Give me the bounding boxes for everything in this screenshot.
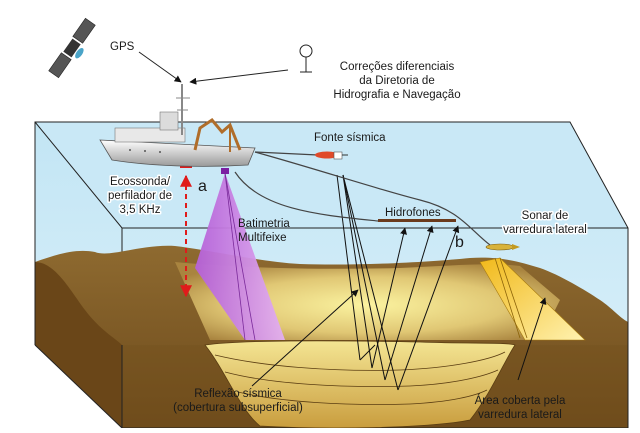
side-scan-area-label: Área coberta pela varredura lateral [475, 394, 566, 421]
svg-text:Hidrografia e Navegação: Hidrografia e Navegação [333, 89, 460, 101]
gps-arrow [138, 51, 182, 83]
corrections-arrow [189, 69, 289, 85]
echosounder-label: Ecossonda/ perfilador de 3,5 KHz [107, 175, 174, 218]
survey-ship [99, 84, 256, 167]
corrections-label: Correções diferenciais da Diretoria de H… [333, 61, 460, 101]
gps-satellite-icon [48, 17, 96, 79]
side-scan-sonar-label: Sonar de varredura lateral [502, 209, 589, 238]
seismic-source-label: Fonte sísmica [314, 132, 386, 144]
side-scan-area-arrow [517, 297, 547, 381]
svg-text:Área coberta pela: Área coberta pela [475, 394, 566, 407]
hydrophone-streamer [378, 219, 456, 222]
svg-text:perfilador de: perfilador de [108, 190, 172, 202]
svg-text:Sonar de: Sonar de [522, 210, 569, 222]
svg-text:Multifeixe: Multifeixe [238, 232, 287, 244]
marker-a: a [198, 178, 207, 195]
svg-text:da Diretoria de: da Diretoria de [359, 75, 434, 87]
svg-text:varredura lateral: varredura lateral [503, 224, 587, 236]
multibeam-fan [195, 168, 285, 341]
svg-text:3,5 KHz: 3,5 KHz [120, 204, 161, 216]
svg-text:varredura lateral: varredura lateral [478, 409, 562, 421]
svg-text:Reflexão sísmica: Reflexão sísmica [194, 388, 282, 400]
multibeam-transducer [221, 168, 229, 174]
tow-cables [234, 151, 491, 246]
seismic-reflection-label: Reflexão sísmica (cobertura subsuperfici… [173, 388, 303, 414]
side-scan-swath [479, 257, 586, 341]
seismic-reflection-arrow [251, 289, 359, 387]
seismic-source-device [315, 151, 348, 160]
svg-text:(cobertura subsuperficial): (cobertura subsuperficial) [173, 402, 303, 414]
svg-text:Correções diferenciais: Correções diferenciais [340, 61, 455, 73]
svg-text:Batimetria: Batimetria [238, 218, 290, 230]
side-scan-sonar-device [485, 243, 520, 251]
multibeam-label: Batimetria Multifeixe [238, 218, 290, 244]
marker-b: b [455, 234, 464, 251]
seismic-rays [336, 174, 460, 391]
gps-label: GPS [110, 41, 135, 53]
svg-text:Ecossonda/: Ecossonda/ [110, 176, 171, 188]
correction-station-icon [299, 44, 313, 73]
sediment-basin [204, 340, 516, 429]
hydrophones-label: Hidrofones [385, 207, 441, 219]
